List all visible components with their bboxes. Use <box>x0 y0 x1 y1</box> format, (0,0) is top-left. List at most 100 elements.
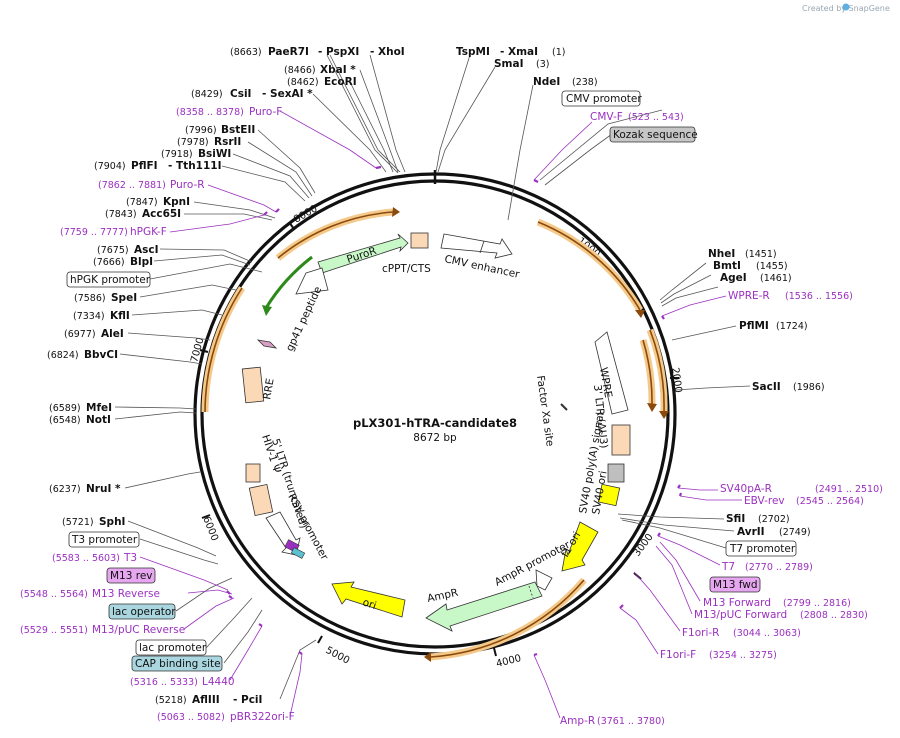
tick-8000: 8000 <box>292 203 320 225</box>
ampr-promoter-box <box>535 569 553 591</box>
kozak-tag <box>609 126 696 143</box>
svg-text:M13/pUC Forward: M13/pUC Forward <box>694 609 787 621</box>
lac-operator-tag <box>108 603 176 620</box>
svg-text:Acc65I: Acc65I <box>142 208 181 220</box>
svg-text:SphI: SphI <box>99 516 125 528</box>
svg-text:lac operator: lac operator <box>112 606 176 618</box>
enzyme-pos: (8663) <box>230 47 262 58</box>
svg-text:AleI: AleI <box>101 328 124 340</box>
enzyme-name: NdeI <box>533 76 560 88</box>
svg-text:L4440: L4440 <box>202 676 235 688</box>
svg-text:CAP binding site: CAP binding site <box>135 658 221 670</box>
svg-text:(2545 .. 2564): (2545 .. 2564) <box>796 496 864 507</box>
svg-text:(3761 .. 3780): (3761 .. 3780) <box>597 716 665 727</box>
enzyme-name: - XhoI <box>370 46 405 58</box>
cap-site-tag <box>131 655 223 672</box>
svg-text:M13 Forward: M13 Forward <box>703 597 771 609</box>
cppt-box <box>410 232 429 249</box>
enzyme-pos: (3) <box>536 59 549 70</box>
svg-text:(7675): (7675) <box>97 245 129 256</box>
svg-text:T3 promoter: T3 promoter <box>71 534 138 546</box>
svg-text:- SexAI *: - SexAI * <box>262 88 313 100</box>
svg-text:CMV promoter: CMV promoter <box>566 93 642 105</box>
svg-text:BsiWI: BsiWI <box>198 148 231 160</box>
cap-marker <box>290 547 306 559</box>
svg-text:(6589): (6589) <box>49 403 81 414</box>
svg-text:WPRE-R: WPRE-R <box>728 290 770 302</box>
svg-text:(5529 .. 5551): (5529 .. 5551) <box>20 625 88 636</box>
ori-label: ori <box>361 596 378 612</box>
svg-text:BbvCI: BbvCI <box>84 349 118 361</box>
svg-text:EcoRI: EcoRI <box>324 76 357 88</box>
puror-label: PuroR <box>345 245 378 266</box>
svg-text:PflFI: PflFI <box>131 160 158 172</box>
svg-text:(8466): (8466) <box>284 65 316 76</box>
tick-4000: 4000 <box>495 653 522 670</box>
tick-5000: 5000 <box>324 645 352 667</box>
enzyme-labels: (8663) PaeR7I - PspXI - XhoI TspMI - Xma… <box>47 46 825 706</box>
t7-promoter-tag <box>725 540 797 557</box>
puror-arrow <box>317 233 409 274</box>
ampr-label: AmpR <box>426 587 459 605</box>
svg-text:AscI: AscI <box>134 244 159 256</box>
svg-text:M13/pUC Reverse: M13/pUC Reverse <box>92 624 185 636</box>
svg-text:BstEII: BstEII <box>221 124 255 136</box>
gp41-marker <box>256 339 278 349</box>
enzyme-name: PaeR7I <box>268 46 309 58</box>
orf-arcs <box>201 207 669 662</box>
svg-text:(6548): (6548) <box>49 415 81 426</box>
svg-text:(2799 .. 2816): (2799 .. 2816) <box>783 598 851 609</box>
rre-box <box>241 366 265 404</box>
svg-text:NruI *: NruI * <box>86 483 121 495</box>
svg-text:(7586): (7586) <box>74 293 106 304</box>
sv40ori-box <box>597 483 621 507</box>
sv40pa-box <box>607 463 625 483</box>
svg-text:(7918): (7918) <box>161 149 193 160</box>
enzyme-name: - PspXI <box>318 46 359 58</box>
svg-text:(6977): (6977) <box>64 329 96 340</box>
gp41-label: gp41 peptide <box>284 285 324 353</box>
svg-text:(1455): (1455) <box>756 261 788 272</box>
enzyme-pos: (238) <box>572 77 598 88</box>
cmv-enhancer-arrow <box>440 233 513 259</box>
svg-text:(7978): (7978) <box>177 137 209 148</box>
ampr-arrow <box>425 581 543 632</box>
svg-text:(2770 .. 2789): (2770 .. 2789) <box>745 562 813 573</box>
svg-text:NheI: NheI <box>708 248 735 260</box>
svg-text:F1ori-F: F1ori-F <box>660 649 696 661</box>
svg-text:Amp-R: Amp-R <box>560 715 595 727</box>
ltr5-box <box>245 463 261 483</box>
ampr-promoter-label: AmpR promoter <box>493 539 573 589</box>
svg-text:AgeI: AgeI <box>720 272 747 284</box>
gp41-region <box>295 267 329 295</box>
svg-text:SfiI: SfiI <box>726 513 745 525</box>
plasmid-name: pLX301-hTRA-candidate8 <box>353 416 517 430</box>
factor-xa-mark <box>560 403 568 411</box>
svg-text:PflMI: PflMI <box>739 320 769 332</box>
enzyme-pos: (1) <box>552 47 565 58</box>
svg-text:BlpI: BlpI <box>130 256 153 268</box>
svg-text:CMV-F: CMV-F <box>590 111 623 123</box>
svg-text:(1461): (1461) <box>760 273 792 284</box>
svg-text:(7843): (7843) <box>105 209 137 220</box>
svg-text:(2702): (2702) <box>758 514 790 525</box>
svg-text:(2491 .. 2510): (2491 .. 2510) <box>815 484 883 495</box>
svg-text:- Tth111I: - Tth111I <box>168 160 222 172</box>
svg-text:CsiI: CsiI <box>230 88 251 100</box>
svg-text:(7759 .. 7777): (7759 .. 7777) <box>60 227 128 238</box>
svg-text:KflI: KflI <box>110 310 130 322</box>
svg-text:BmtI: BmtI <box>713 260 741 272</box>
svg-text:Kozak sequence: Kozak sequence <box>613 129 698 141</box>
svg-text:(6237): (6237) <box>49 484 81 495</box>
svg-text:RsrII: RsrII <box>214 136 241 148</box>
leader-lines <box>114 54 751 700</box>
svg-text:pBR322ori-F: pBR322ori-F <box>230 711 295 723</box>
svg-text:(8429): (8429) <box>191 89 223 100</box>
svg-text:(1986): (1986) <box>793 382 825 393</box>
primer-leader-lines <box>139 110 742 719</box>
wpre-box <box>594 331 629 415</box>
svg-text:(3254 .. 3275): (3254 .. 3275) <box>709 650 777 661</box>
svg-text:(7862 .. 7881): (7862 .. 7881) <box>98 180 166 191</box>
svg-text:M13 Reverse: M13 Reverse <box>92 588 160 600</box>
primer-markers <box>226 165 683 657</box>
